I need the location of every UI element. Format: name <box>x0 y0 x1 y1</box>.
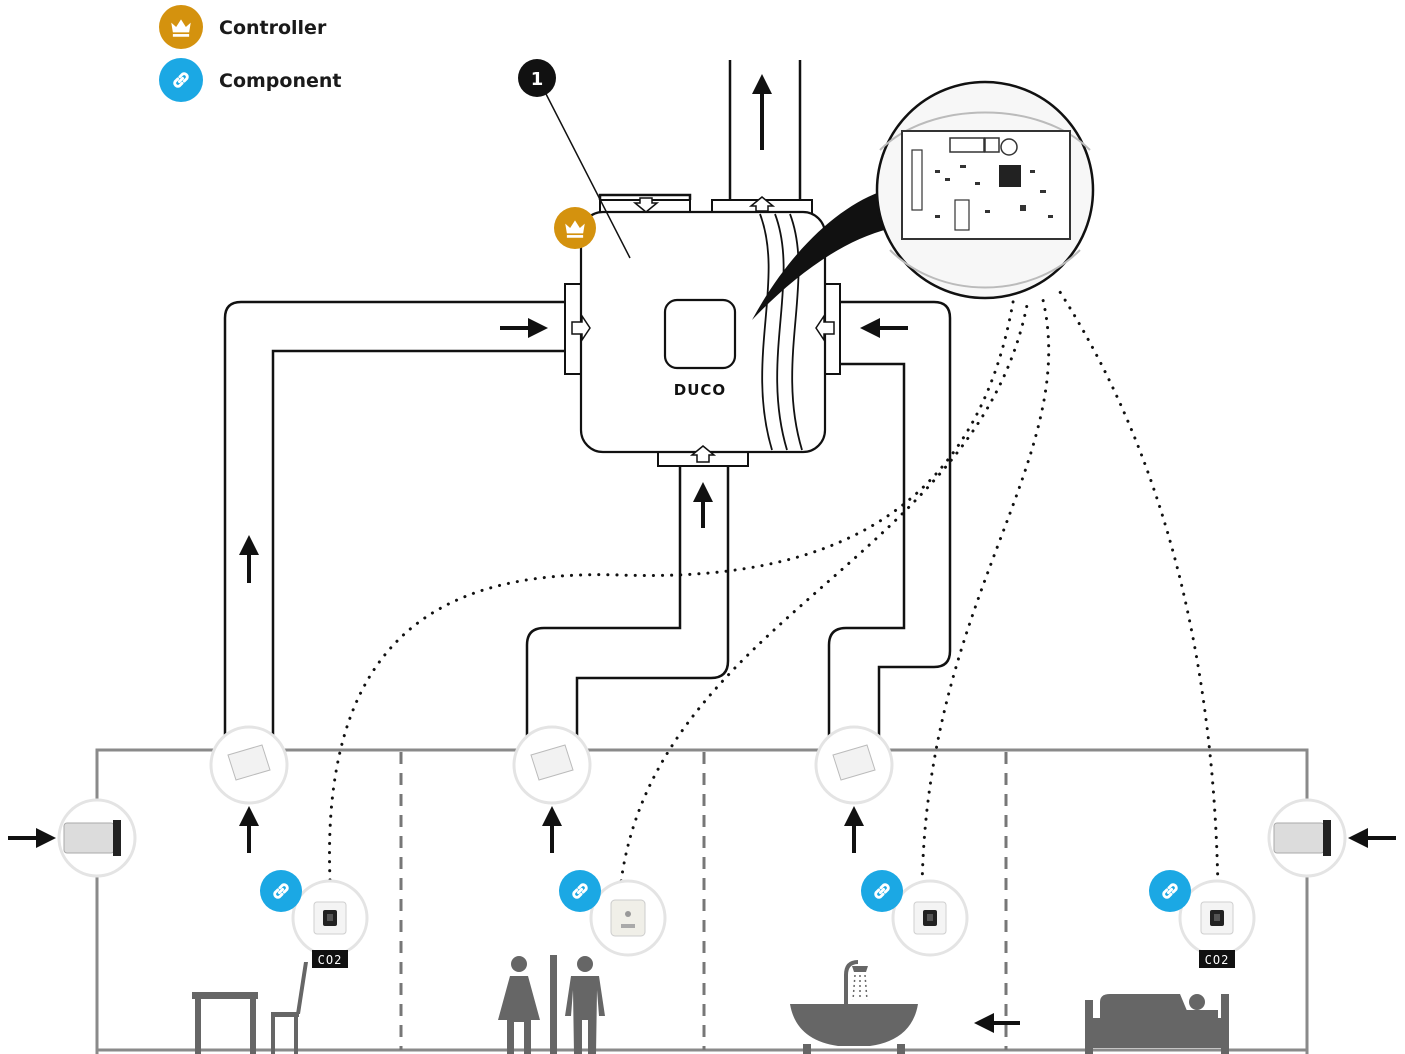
sensor-bedroom: CO2 <box>1149 870 1256 968</box>
wall-inlet-right <box>1267 798 1347 878</box>
ceiling-valve-right <box>814 725 894 805</box>
duct-exhaust <box>728 60 802 200</box>
sensor-living-room-tag: CO2 <box>318 953 343 967</box>
pcb-magnifier <box>752 80 1095 320</box>
unit-control-panel <box>663 298 737 370</box>
duct-right-inner <box>840 300 952 738</box>
sensor-bedroom-tag: CO2 <box>1205 953 1230 967</box>
ceiling-valve-middle <box>512 725 592 805</box>
unit-brand-logo: DUCO <box>674 381 726 399</box>
sensor-bathroom <box>861 870 969 957</box>
ventilation-unit: DUCO <box>564 196 841 467</box>
duct-middle-outer <box>525 466 682 738</box>
duct-left-outer <box>223 300 567 738</box>
legend: Controller Component <box>159 5 341 102</box>
building-outline <box>95 748 1309 1054</box>
airflow-arrows <box>8 74 1396 1033</box>
table-chair-icon <box>192 962 308 1054</box>
wireless-links <box>328 288 1220 894</box>
legend-component-label: Component <box>219 70 341 92</box>
duct-middle-inner <box>575 466 730 738</box>
woman-man-icon <box>498 955 605 1054</box>
sensor-toilet <box>559 870 667 957</box>
ceiling-valve-left <box>209 725 289 805</box>
wall-inlet-left <box>57 798 137 878</box>
legend-controller: Controller <box>159 5 327 49</box>
svg-text:1: 1 <box>531 69 544 90</box>
legend-component: Component <box>159 58 341 102</box>
ducts <box>223 60 952 738</box>
bathtub-shower-icon <box>790 960 918 1054</box>
unit-controller-badge <box>554 207 596 249</box>
duct-right-outer <box>827 362 906 738</box>
sensor-living-room: CO2 <box>260 870 369 968</box>
bed-icon <box>1085 994 1229 1054</box>
unit-number-badge: 1 <box>518 59 631 259</box>
duct-left-inner <box>271 349 567 738</box>
legend-controller-label: Controller <box>219 17 327 39</box>
room-dividers <box>399 752 1008 1050</box>
